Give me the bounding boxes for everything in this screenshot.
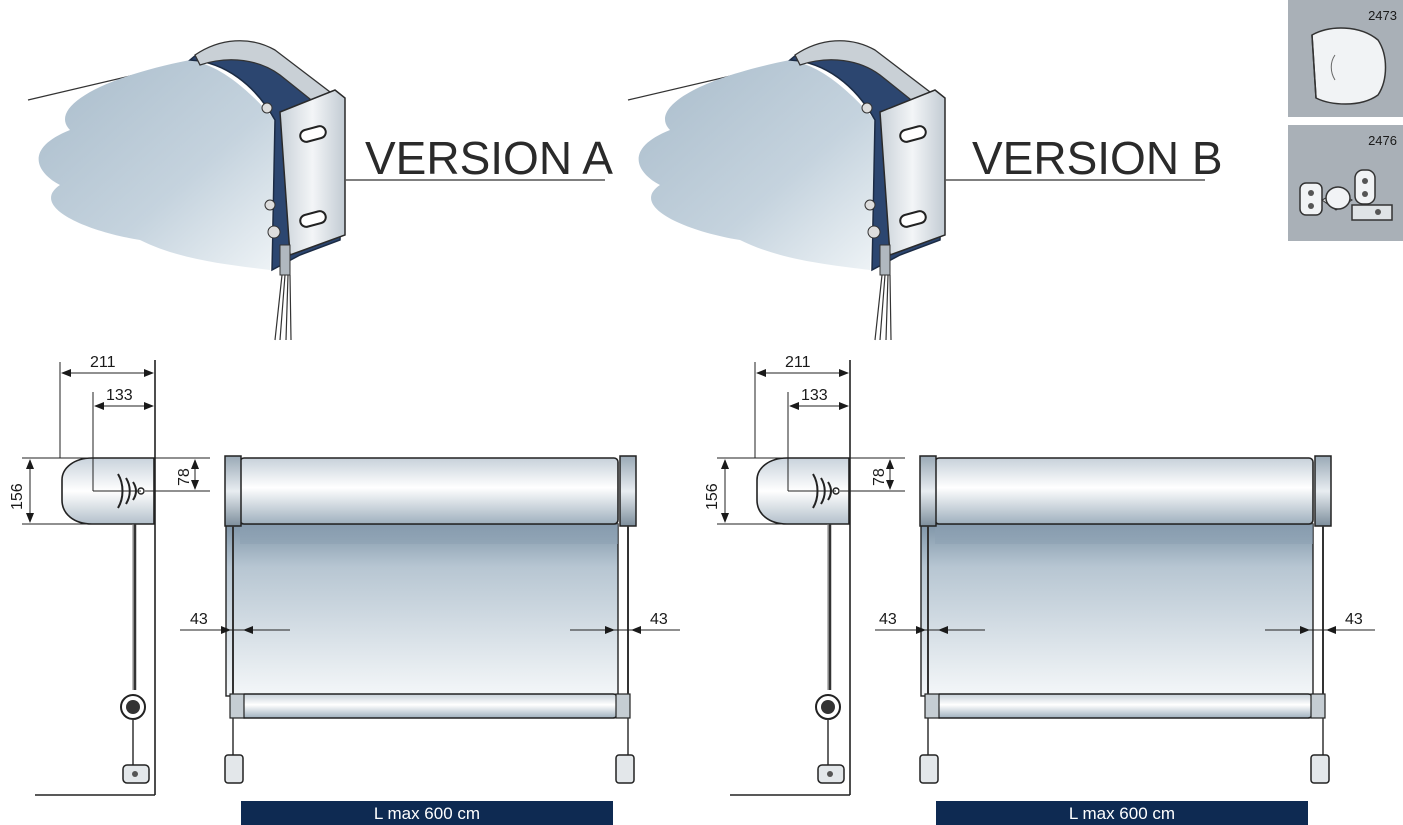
dim-211-b: 211 (785, 354, 811, 371)
dim-78-a: 78 (176, 468, 193, 486)
dim-156-a: 156 (9, 483, 26, 510)
front-view-a (224, 455, 637, 784)
dim-43-a-left: 43 (190, 611, 208, 628)
dimensions-a: 211 133 156 78 43 43 L max 600 cm (9, 354, 680, 825)
length-bar-b (936, 801, 1308, 825)
dim-211-a: 211 (90, 354, 116, 371)
version-a-group: VERSION A (27, 39, 637, 797)
awning-perspective-b (627, 39, 946, 342)
length-label-b: L max 600 cm (1069, 804, 1175, 823)
dim-133-a: 133 (106, 387, 133, 404)
awning-perspective-a (27, 39, 346, 342)
dim-43-b-left: 43 (879, 611, 897, 628)
dim-43-a-right: 43 (650, 611, 668, 628)
dimensions-b: 211 133 156 78 43 43 L max 600 cm (704, 354, 1375, 825)
dim-133-b: 133 (801, 387, 828, 404)
side-view-b (728, 358, 852, 797)
version-b-group: VERSION B (627, 39, 1223, 342)
version-b-drawings (728, 358, 1332, 797)
front-view-b (919, 455, 1332, 784)
accessory-code-2476: 2476 (1368, 133, 1397, 148)
dim-156-b: 156 (704, 483, 721, 510)
accessory-code-2473: 2473 (1368, 8, 1397, 23)
accessory-2476: 2476 (1288, 125, 1403, 241)
side-view-a (33, 358, 157, 797)
version-b-label: VERSION B (972, 132, 1223, 184)
accessory-2473: 2473 (1288, 0, 1403, 117)
length-bar-a (241, 801, 613, 825)
length-label-a: L max 600 cm (374, 804, 480, 823)
version-a-label: VERSION A (365, 132, 613, 184)
dim-78-b: 78 (871, 468, 888, 486)
dim-43-b-right: 43 (1345, 611, 1363, 628)
